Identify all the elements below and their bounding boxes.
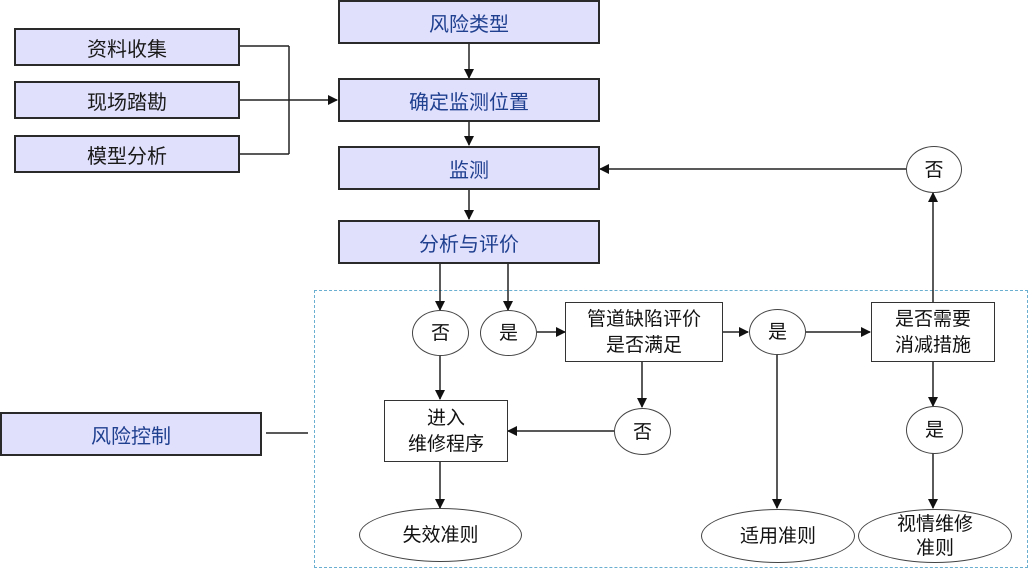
input-site-survey: 现场踏勘 [14,81,240,119]
mitigation-line-1: 是否需要 [894,308,971,330]
defect-evaluation-line-1: 管道缺陷评价 [586,308,701,330]
risk-control-box: 风险控制 [0,412,262,456]
input-model-analysis: 模型分析 [14,135,240,173]
decision-no-1: 否 [412,310,469,356]
applicable-criteria: 适用准则 [701,509,855,563]
conditional-line-1: 视情维修 [896,513,973,535]
risk-control-region [314,290,1028,568]
conditional-repair-criteria: 视情维修 准则 [858,509,1012,563]
monitor-box: 监测 [338,146,600,190]
decision-no-2: 否 [614,408,671,455]
mitigation-line-2: 消减措施 [894,334,971,356]
mitigation-needed-box: 是否需要 消减措施 [871,302,995,362]
decision-yes-1: 是 [480,310,537,356]
decision-no-3: 否 [906,146,962,193]
defect-evaluation-box: 管道缺陷评价 是否满足 [565,302,723,362]
conditional-line-2: 准则 [915,537,954,559]
repair-line-1: 进入 [426,407,465,429]
input-data-collection: 资料收集 [14,28,240,66]
risk-type-box: 风险类型 [338,0,600,44]
repair-line-2: 维修程序 [407,433,484,455]
analysis-evaluation-box: 分析与评价 [338,220,600,264]
decision-yes-2: 是 [749,309,806,355]
monitor-location-box: 确定监测位置 [338,78,600,122]
defect-evaluation-line-2: 是否满足 [605,334,682,356]
decision-yes-3: 是 [906,406,963,454]
repair-procedure-box: 进入 维修程序 [384,400,508,462]
failure-criteria: 失效准则 [359,508,522,562]
